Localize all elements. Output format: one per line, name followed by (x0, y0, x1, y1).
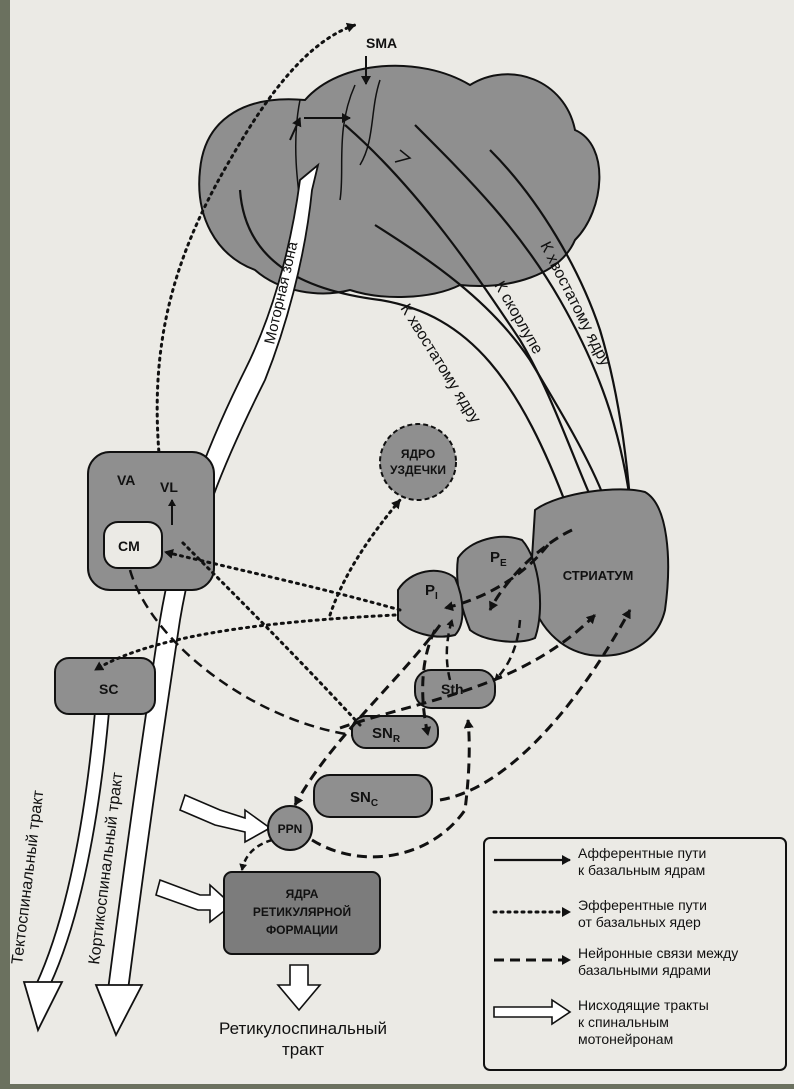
efferent-to-habenula (328, 498, 402, 617)
ppn-region (267, 805, 313, 851)
legend-text: к базальным ядрам (578, 862, 705, 878)
reticulospinal-arrow (276, 964, 322, 1012)
legend-text: Нейронные связи между (578, 945, 738, 961)
ppn-to-reticular (239, 838, 273, 871)
habenula-region (379, 423, 457, 501)
ppn-label: PPN (278, 822, 303, 836)
efferent-to-sc (93, 613, 397, 672)
tract-branch-to-ppn (179, 793, 272, 844)
sth-to-pi (445, 619, 455, 681)
tectospinal-arrowhead (22, 981, 64, 1033)
sc-label: SC (99, 681, 118, 697)
reticular-label-1: ЯДРА (286, 887, 319, 901)
snr-to-striatum (339, 613, 597, 730)
efferent-snr-to-thalamus (178, 538, 362, 727)
label-reticulospinal-2: тракт (282, 1040, 324, 1059)
cortex-sulcus (359, 79, 381, 166)
legend-text: Афферентные пути (578, 845, 706, 861)
pe-to-sth (494, 619, 522, 681)
afferent-path-putamen-2 (374, 224, 607, 501)
snc-label: SNC (350, 789, 378, 809)
pi-to-snr (421, 629, 437, 736)
legend-text: мотонейронам (578, 1031, 673, 1047)
snr-region (351, 715, 439, 749)
afferent-path-caudate-2 (414, 124, 634, 501)
cortex-sulcus (339, 84, 356, 201)
striatum-to-pe (488, 528, 573, 611)
habenula-label-2: УЗДЕЧКИ (390, 463, 446, 477)
sma-label: SMA (366, 35, 397, 51)
cm-to-snr (128, 569, 353, 737)
snc-to-striatum (439, 609, 632, 802)
sth-label: Sth (441, 681, 464, 697)
cm-label: CM (118, 538, 140, 554)
reticular-label-3: ФОРМАЦИИ (266, 923, 338, 937)
corticospinal-arrowhead (94, 984, 144, 1038)
cm-region (103, 521, 163, 569)
afferent-path-putamen (344, 124, 594, 501)
pi-region (397, 569, 464, 638)
cortex-sulcus (394, 149, 412, 163)
reticular-region (223, 871, 381, 955)
afferent-path-caudate-3 (489, 149, 632, 501)
pi-to-ppn (293, 624, 442, 806)
reticular-label-2: РЕТИКУЛЯРНОЙ (253, 904, 351, 919)
efferent-dotted-vl-to-sma (155, 22, 357, 467)
sc-region (54, 657, 156, 715)
pi-label: PI (425, 582, 438, 602)
label-reticulospinal-1: Ретикулоспинальный (219, 1019, 387, 1038)
efferent-pi-to-cm (163, 549, 402, 612)
thalamus-region (87, 451, 215, 591)
legend-text: Эфферентные пути (578, 897, 707, 913)
pe-label: PE (490, 549, 507, 569)
afferent-path-caudate-1 (238, 189, 572, 516)
vl-label: VL (160, 479, 178, 495)
legend-swatch-hollow-arrow (493, 998, 572, 1026)
cortex-internal-arrow (289, 117, 302, 141)
snc-region (313, 774, 433, 818)
legend-text: от базальных ядер (578, 914, 701, 930)
striatum-region (528, 488, 670, 657)
tract-branch-to-reticular (155, 878, 234, 924)
snr-label: SNR (372, 725, 401, 745)
striatum-label: СТРИАТУМ (563, 568, 634, 583)
legend-text: Нисходящие тракты (578, 997, 709, 1013)
legend-text: к спинальным (578, 1014, 669, 1030)
va-label: VA (117, 472, 135, 488)
legend-text: базальными ядрами (578, 962, 711, 978)
habenula-label-1: ЯДРО (401, 447, 435, 461)
striatum-to-pi (444, 544, 550, 612)
